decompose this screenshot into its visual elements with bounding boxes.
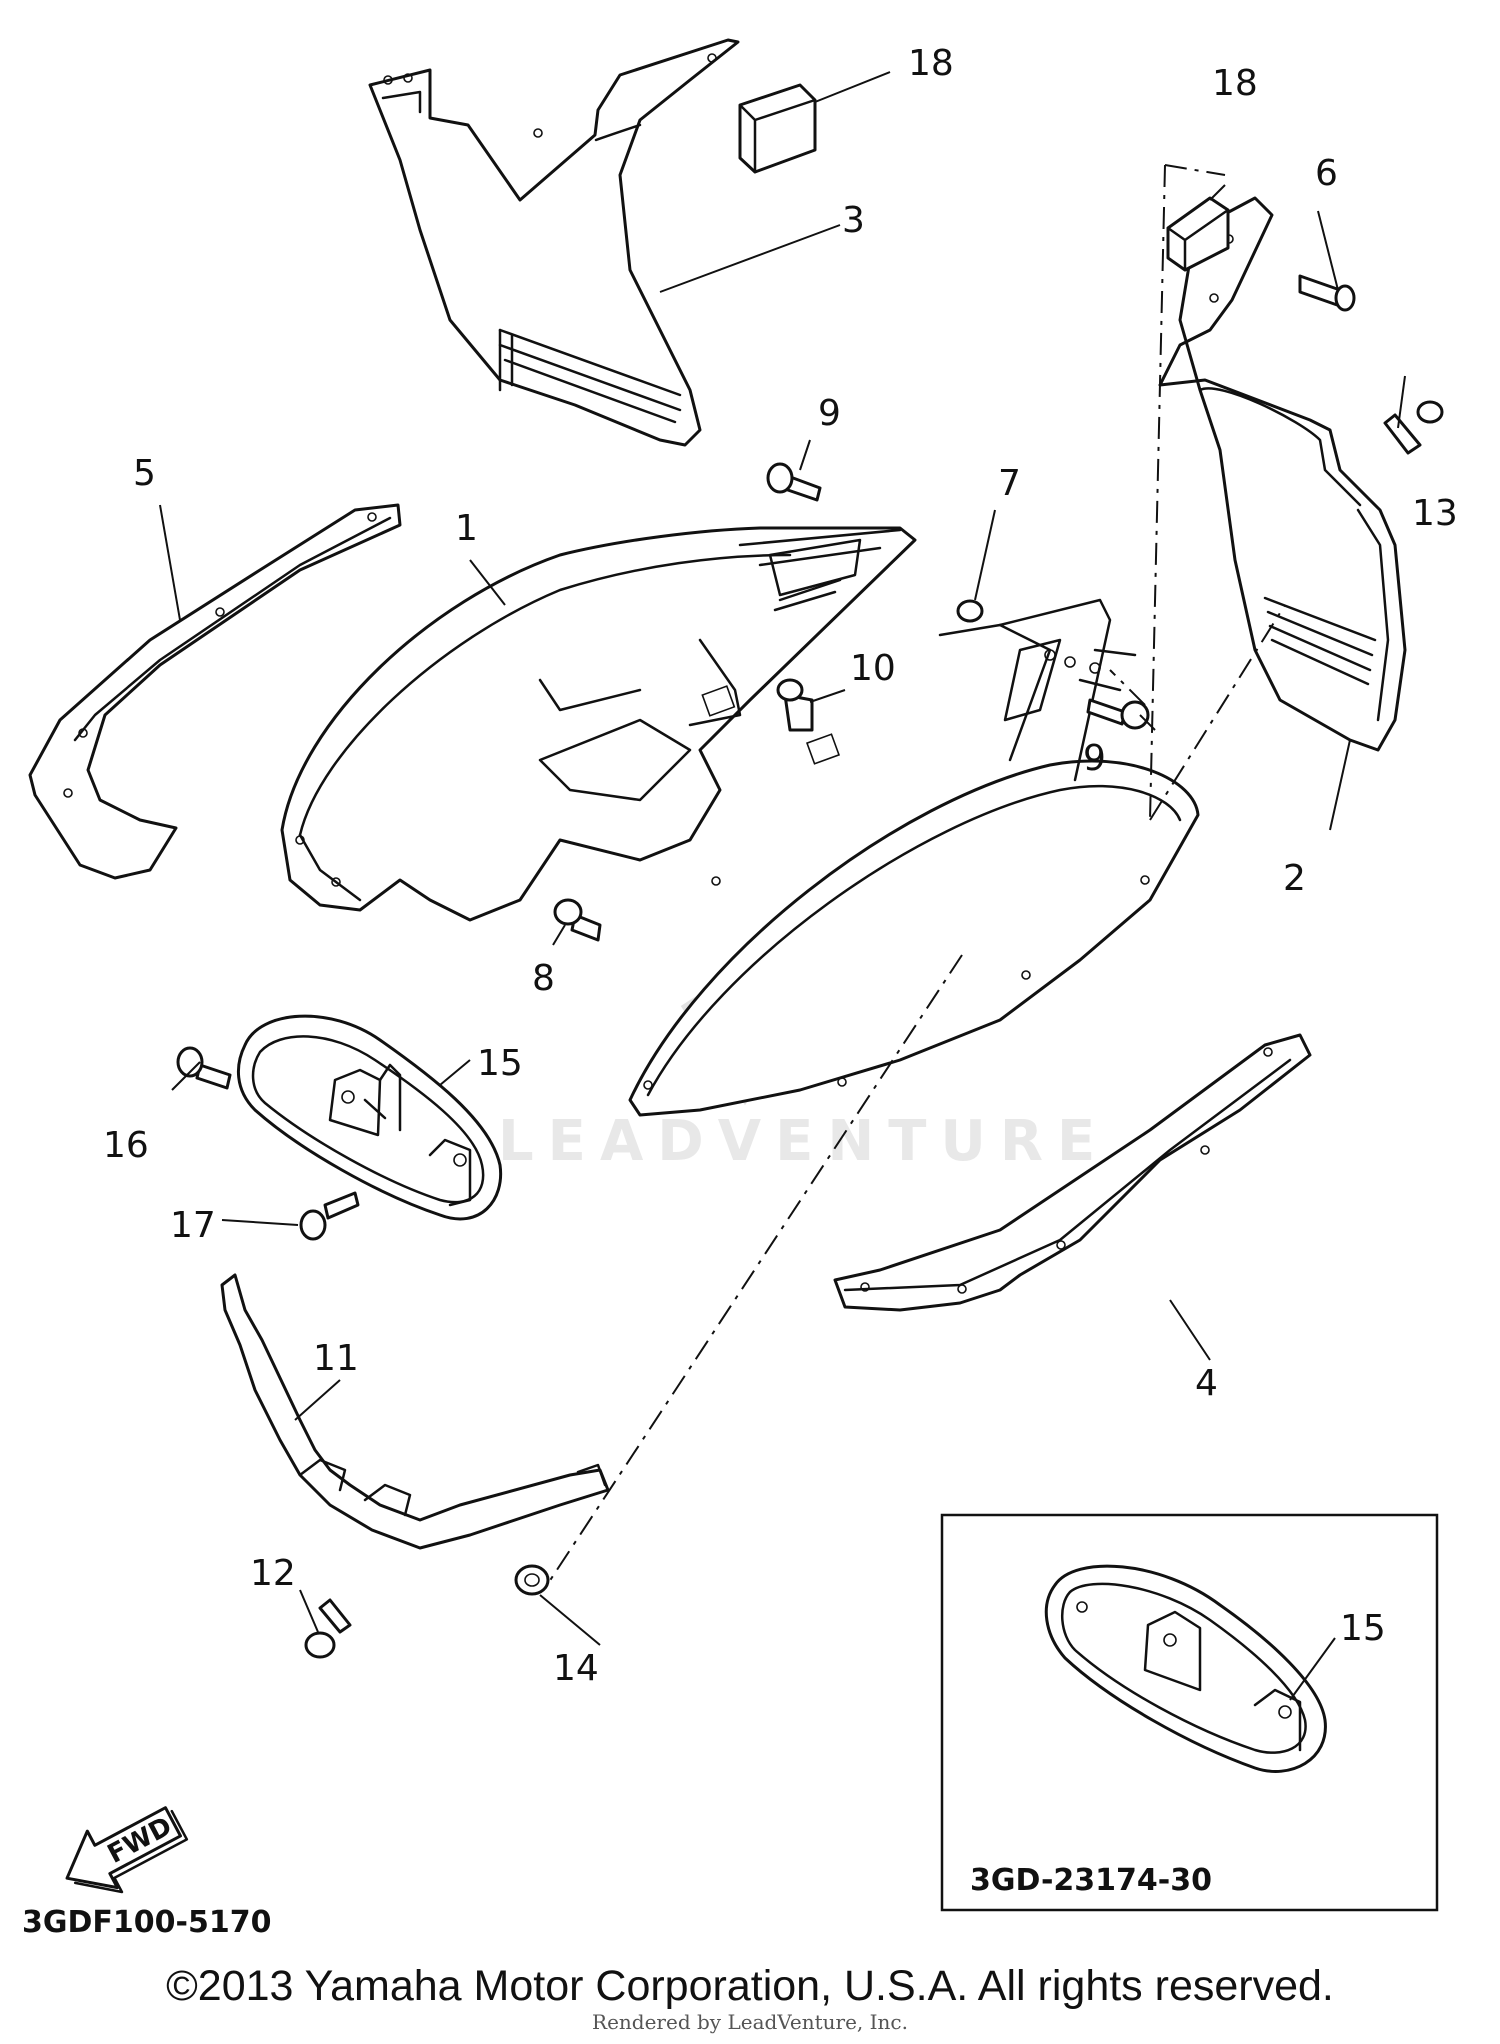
callout-10: 10	[850, 648, 896, 689]
callout-3: 3	[842, 200, 865, 241]
inset-part-number: 3GD-23174-30	[970, 1863, 1212, 1898]
part-6-bolt	[1298, 274, 1356, 312]
callout-11: 11	[313, 1338, 359, 1379]
callout-1: 1	[455, 508, 478, 549]
copyright-notice: ©2013 Yamaha Motor Corporation, U.S.A. A…	[166, 1962, 1334, 2010]
callout-2: 2	[1283, 858, 1306, 899]
diagram-code: 3GDF100-5170	[22, 1905, 271, 1940]
callout-9: 9	[1083, 738, 1106, 779]
callout-16: 16	[103, 1125, 149, 1166]
part-7-washer	[956, 599, 984, 623]
part-18-pad-left	[738, 83, 817, 174]
part-9-bolt-left	[766, 462, 822, 502]
inset-box	[940, 1513, 1439, 1912]
part-1-rear-section	[628, 598, 1200, 1117]
part-14-nut	[514, 1564, 550, 1596]
callout-15: 15	[1340, 1608, 1386, 1649]
part-10-fastener	[776, 678, 814, 732]
rendered-by-credit: Rendered by LeadVenture, Inc.	[592, 2010, 908, 2034]
watermark-text: LEADVENTURE	[498, 1109, 1109, 1174]
callout-18: 18	[1212, 63, 1258, 104]
leader-lines	[159, 71, 1406, 1701]
callout-5: 5	[133, 453, 156, 494]
part-15-headlight-bracket	[236, 1014, 503, 1221]
callout-18: 18	[908, 43, 954, 84]
part-13-bolt	[1383, 400, 1444, 455]
callout-8: 8	[532, 958, 555, 999]
part-5-left-fender-flap	[28, 503, 402, 880]
callout-9: 9	[818, 393, 841, 434]
callout-7: 7	[998, 463, 1021, 504]
part-17-bolt	[299, 1191, 360, 1241]
callout-labels: 18 3 18 6 13 9 1 5 7 10 9 2 8 15 16 17 4…	[103, 43, 1458, 1689]
fwd-arrow: FWD	[65, 1806, 189, 1894]
callout-4: 4	[1195, 1363, 1218, 1404]
part-11-stay	[220, 1273, 610, 1550]
part-1-front-fender	[280, 526, 917, 922]
callout-12: 12	[250, 1553, 296, 1594]
callout-15: 15	[477, 1043, 523, 1084]
exploded-parts-diagram: LEADVENTURE	[22, 38, 1458, 1940]
callout-17: 17	[170, 1205, 216, 1246]
callout-13: 13	[1412, 493, 1458, 534]
part-9-bolt-right	[1086, 698, 1150, 730]
part-8-fastener	[553, 898, 602, 942]
part-16-bolt	[176, 1046, 232, 1090]
callout-6: 6	[1315, 153, 1338, 194]
part-4-right-fender-flap	[833, 1033, 1312, 1312]
fasteners	[176, 274, 1444, 1659]
part-12-bolt	[304, 1598, 352, 1659]
part-18-pad-right	[1166, 196, 1230, 272]
part-3-left-side-cover	[368, 38, 740, 447]
part-2-right-side-cover	[1158, 196, 1407, 752]
callout-14: 14	[553, 1648, 599, 1689]
part-15-headlight-bracket-inset	[1044, 1564, 1327, 1773]
assembly-lines	[544, 164, 1286, 1589]
